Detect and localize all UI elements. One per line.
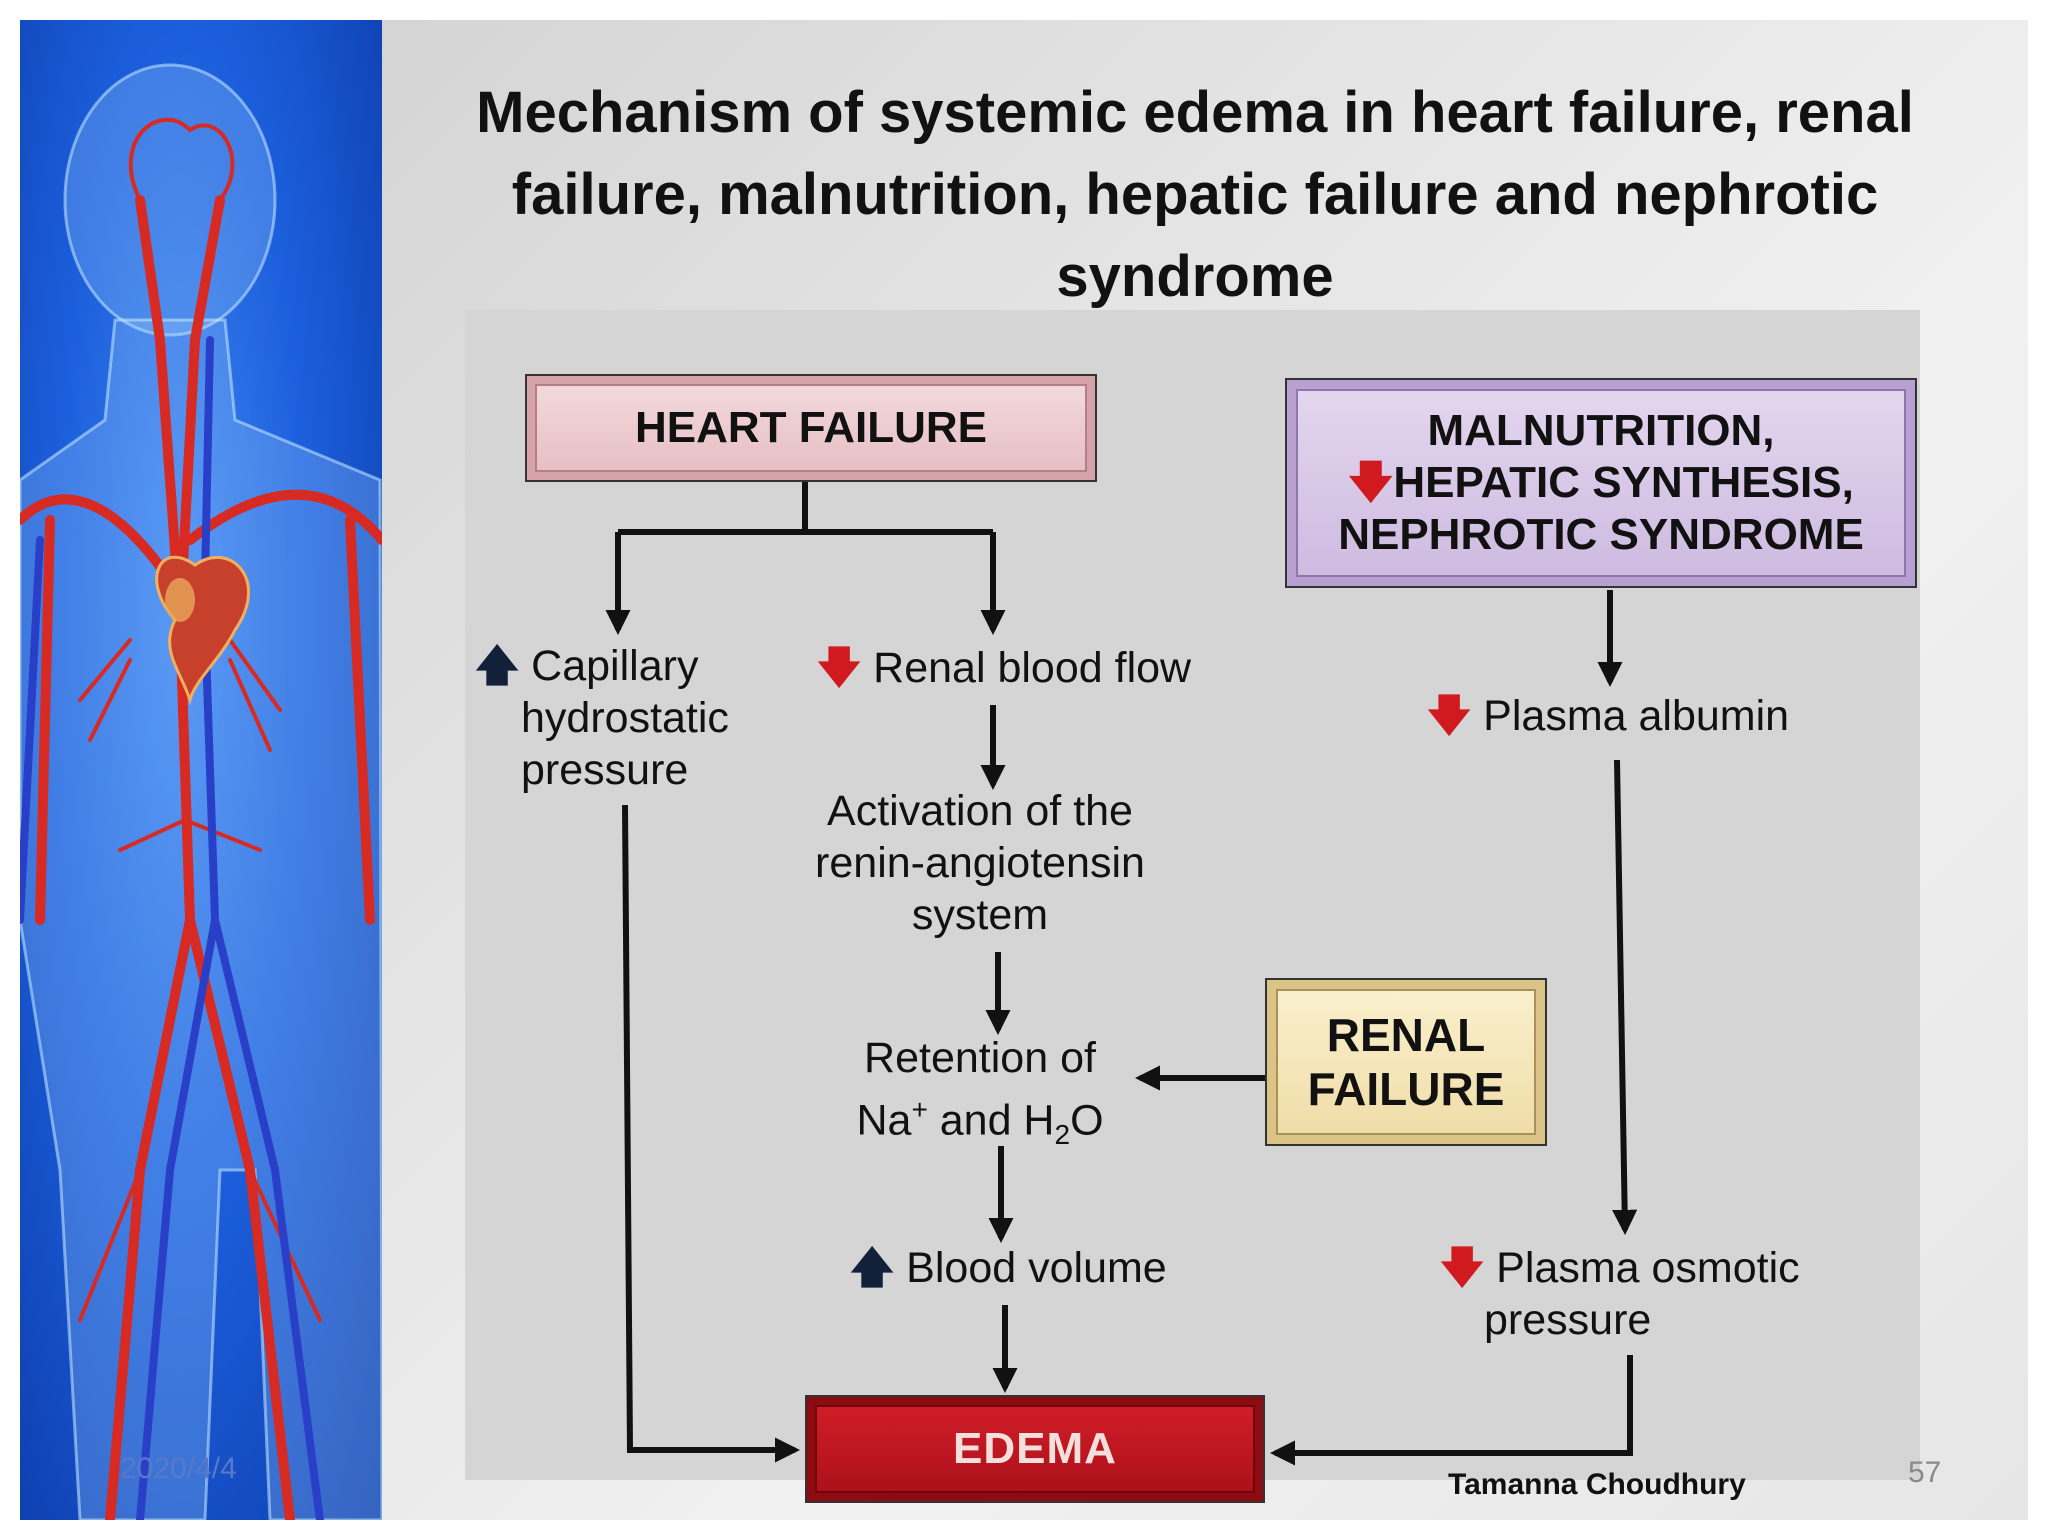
slide: Mechanism of systemic edema in heart fai… xyxy=(20,20,2028,1520)
decrease-arrow-icon: 🡇 xyxy=(817,644,862,692)
failure-label: FAILURE xyxy=(1307,1063,1505,1115)
page-number: 57 xyxy=(1908,1456,1942,1489)
renal-label: RENAL xyxy=(1326,1009,1486,1061)
na-h2o-text: Na+ and H2O xyxy=(856,1094,1104,1150)
renin-angiotensin-text: renin-angiotensin xyxy=(815,839,1145,887)
activation-text: Activation of the xyxy=(827,787,1133,835)
renal-blood-flow-text: Renal blood flow xyxy=(873,644,1192,692)
plasma-albumin-node: 🡇 Plasma albumin xyxy=(1427,690,1789,742)
footer-date: 2020/4/4 xyxy=(120,1452,237,1485)
footer-author: Tamanna Choudhury xyxy=(1448,1468,1746,1501)
arrow-to-osmotic-pressure xyxy=(1612,759,1638,1236)
renal-blood-flow-node: 🡇 Renal blood flow xyxy=(817,642,1191,694)
plasma-albumin-text: Plasma albumin xyxy=(1483,692,1790,740)
retention-node: Retention of Na+ and H2O xyxy=(840,1032,1120,1161)
edema-label: EDEMA xyxy=(953,1424,1117,1473)
capillary-pressure-node: 🡅 Capillary hydrostatic pressure xyxy=(475,640,729,796)
slide-title: Mechanism of systemic edema in heart fai… xyxy=(476,80,1914,309)
plasma-osmotic-text: Plasma osmotic xyxy=(1496,1244,1800,1292)
edema-mechanism-flowchart: HEART FAILURE MALNUTRITION, 🡇HEPATIC SYN… xyxy=(465,310,1920,1503)
renal-failure-box: RENAL FAILURE xyxy=(1265,978,1547,1146)
system-text: system xyxy=(911,891,1049,939)
arrow-capillary-to-edema xyxy=(622,804,801,1463)
malnutrition-label: MALNUTRITION, xyxy=(1427,406,1775,455)
hydrostatic-text: hydrostatic xyxy=(521,694,729,742)
decrease-arrow-icon: 🡇 xyxy=(1348,458,1394,507)
edema-box: EDEMA xyxy=(805,1395,1265,1503)
malnutrition-box: MALNUTRITION, 🡇HEPATIC SYNTHESIS, NEPHRO… xyxy=(1285,378,1917,588)
heart-failure-label: HEART FAILURE xyxy=(635,403,987,452)
sidebar-anatomy-illustration xyxy=(20,20,382,1520)
hepatic-synthesis-label: HEPATIC SYNTHESIS, xyxy=(1393,458,1854,507)
renin-angiotensin-node: Activation of the renin-angiotensin syst… xyxy=(790,785,1170,941)
increase-arrow-icon: 🡅 xyxy=(850,1244,895,1292)
human-body-illustration xyxy=(20,63,382,1520)
heart-icon xyxy=(155,555,250,706)
pressure-text: pressure xyxy=(521,746,689,794)
heart-failure-box: HEART FAILURE xyxy=(525,374,1097,482)
decrease-arrow-icon: 🡇 xyxy=(1440,1244,1485,1292)
decrease-arrow-icon: 🡇 xyxy=(1427,692,1472,740)
osmotic-pressure-node: 🡇 Plasma osmotic pressure xyxy=(1440,1242,1800,1346)
blood-volume-node: 🡅 Blood volume xyxy=(850,1242,1167,1294)
retention-text: Retention of xyxy=(864,1034,1096,1082)
nephrotic-syndrome-label: NEPHROTIC SYNDROME xyxy=(1338,510,1864,559)
capillary-text: Capillary xyxy=(531,642,699,690)
arrow-osmotic-to-edema xyxy=(1269,1355,1633,1466)
osmotic-pressure-text: pressure xyxy=(1484,1296,1652,1344)
increase-arrow-icon: 🡅 xyxy=(475,642,520,690)
blood-volume-text: Blood volume xyxy=(906,1244,1167,1292)
flow-arrows xyxy=(605,482,1638,1466)
